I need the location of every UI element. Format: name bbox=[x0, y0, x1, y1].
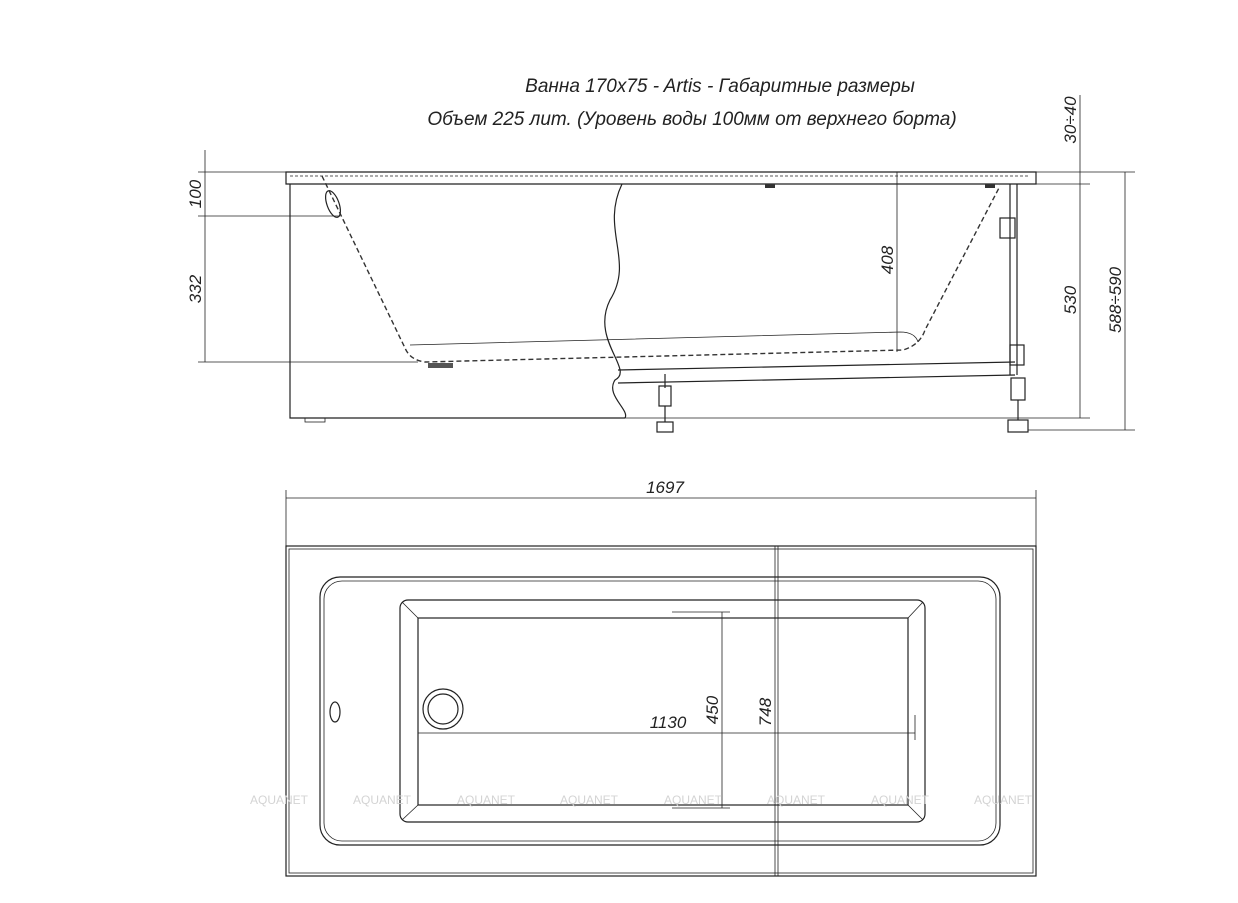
watermark-text: AQUANET bbox=[664, 793, 723, 807]
basin-outline bbox=[399, 599, 926, 823]
leg-back bbox=[1007, 344, 1029, 433]
break-line bbox=[604, 183, 627, 419]
tub-body bbox=[289, 184, 625, 419]
dim-748: 748 bbox=[756, 697, 775, 726]
watermark-text: AQUANET bbox=[457, 793, 516, 807]
title-line-2: Объем 225 лит. (Уровень воды 100мм от ве… bbox=[427, 109, 956, 130]
watermark-text: AQUANET bbox=[871, 793, 930, 807]
overflow-hole bbox=[325, 190, 341, 218]
watermark-text: AQUANET bbox=[353, 793, 412, 807]
dim-588-590: 588÷590 bbox=[1106, 266, 1125, 333]
watermark-text: AQUANET bbox=[560, 793, 619, 807]
dim-408: 408 bbox=[878, 245, 897, 274]
title-line-1: Ванна 170x75 - Artis - Габаритные размер… bbox=[525, 76, 915, 97]
leg-front bbox=[656, 374, 674, 433]
watermark-text: AQUANET bbox=[250, 793, 309, 807]
dim-1697: 1697 bbox=[646, 478, 684, 497]
basin-bottom bbox=[417, 617, 909, 806]
dim-332: 332 bbox=[186, 274, 205, 303]
watermark: AQUANET AQUANET AQUANET AQUANET AQUANET … bbox=[250, 793, 1033, 807]
watermark-text: AQUANET bbox=[974, 793, 1033, 807]
dim-530: 530 bbox=[1061, 285, 1080, 314]
dim-450: 450 bbox=[703, 695, 722, 724]
watermark-text: AQUANET bbox=[767, 793, 826, 807]
top-view: 1697 1130 450 748 bbox=[285, 478, 1037, 877]
rim-inner bbox=[319, 576, 1001, 846]
dim-1130: 1130 bbox=[650, 713, 687, 732]
dim-100: 100 bbox=[186, 179, 205, 208]
overflow-icon bbox=[329, 701, 341, 723]
drain-icon bbox=[422, 688, 464, 730]
tub-rim bbox=[285, 171, 1037, 185]
dim-30-40: 30÷40 bbox=[1061, 96, 1080, 144]
basin-profile bbox=[321, 175, 1001, 363]
side-view: 100 332 408 30÷40 530 588÷590 bbox=[186, 95, 1135, 433]
tub-outline bbox=[285, 545, 1037, 877]
drain-outlet bbox=[428, 363, 453, 368]
